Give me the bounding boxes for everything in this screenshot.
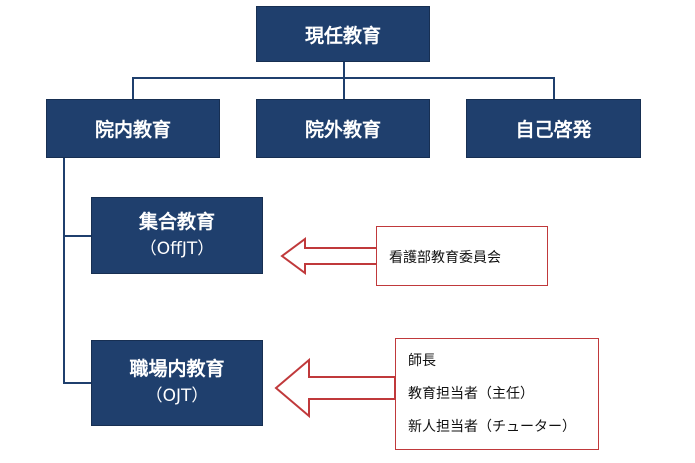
- node-sublabel: （OJT）: [145, 386, 209, 406]
- note-item: 教育担当者（主任）: [408, 386, 534, 402]
- connector-left-drop: [132, 77, 134, 99]
- note-item: 新人担当者（チューター）: [408, 419, 576, 435]
- node-ingai-kyoiku: 院外教育: [256, 99, 430, 158]
- node-label: 自己啓発: [515, 119, 592, 141]
- node-sublabel: （OffJT）: [139, 238, 215, 259]
- note-text: 看護部教育委員会: [389, 250, 501, 266]
- node-label: 院内教育: [94, 119, 171, 141]
- node-label: 職場内教育: [129, 358, 225, 380]
- node-innai-kyoiku: 院内教育: [46, 99, 220, 158]
- node-label: 集合教育: [138, 210, 215, 233]
- connector-center-drop: [343, 77, 345, 99]
- node-label: 院外教育: [304, 119, 381, 141]
- node-genin-kyoiku: 現任教育: [256, 6, 430, 62]
- note-item: 師長: [408, 353, 436, 369]
- connector-branch-vertical: [63, 158, 65, 383]
- connector-right-drop: [553, 77, 555, 99]
- connector-branch-offjt: [63, 235, 91, 237]
- note-offjt: 看護部教育委員会: [376, 226, 548, 286]
- node-label: 現任教育: [304, 24, 381, 47]
- note-ojt: 師長 教育担当者（主任） 新人担当者（チューター）: [395, 338, 599, 450]
- node-shokuba-kyoiku: 職場内教育 （OJT）: [91, 340, 263, 426]
- node-shugo-kyoiku: 集合教育 （OffJT）: [91, 197, 263, 274]
- node-jiko-keihatsu: 自己啓発: [466, 99, 641, 158]
- connector-top-down: [343, 62, 345, 78]
- connector-branch-ojt: [63, 382, 91, 384]
